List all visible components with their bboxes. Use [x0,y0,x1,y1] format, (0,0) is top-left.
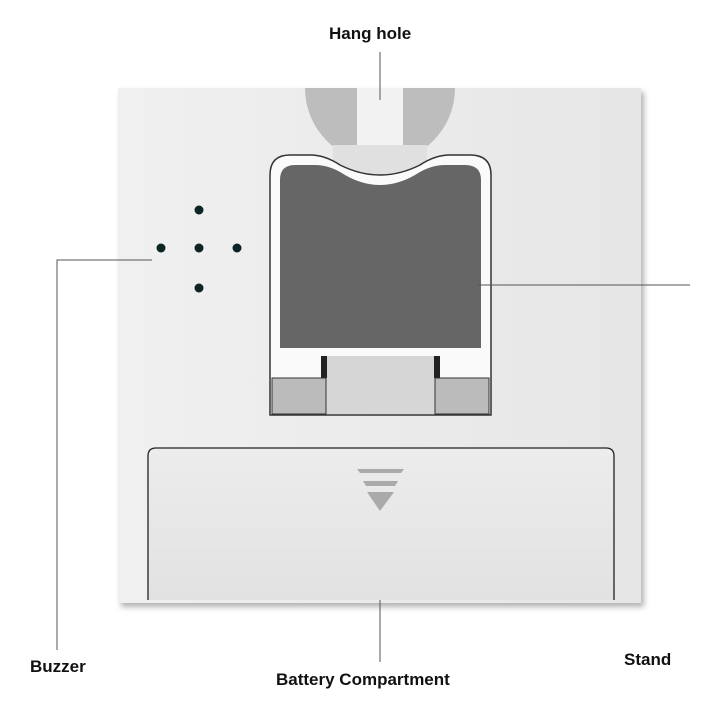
label-stand: Stand [624,650,672,669]
stand [269,154,492,416]
buzzer-holes [156,205,242,293]
leader-lines [56,52,690,662]
label-battery-compartment: Battery Compartment [276,670,450,689]
battery-cover[interactable] [147,447,615,600]
label-buzzer: Buzzer [30,657,86,676]
label-hang-hole: Hang hole [329,24,412,43]
